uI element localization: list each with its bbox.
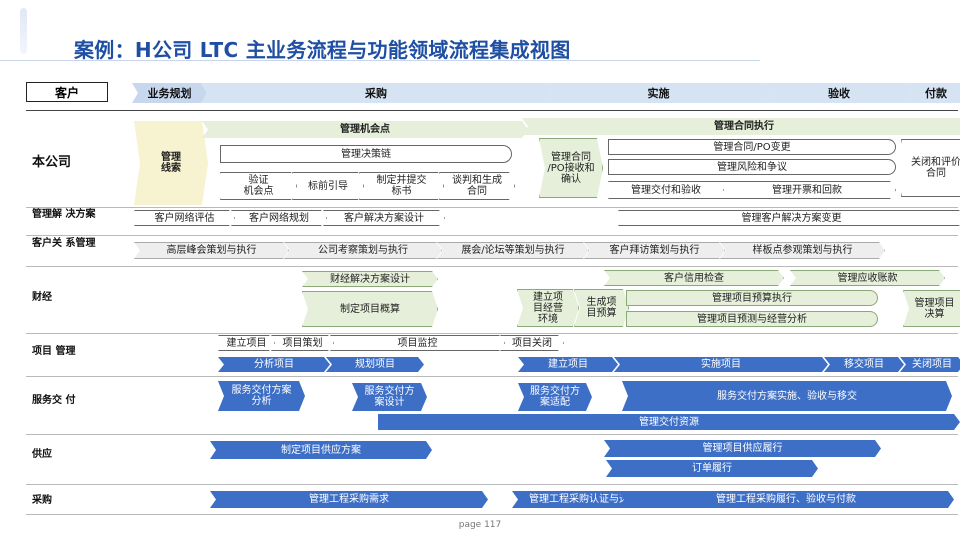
manage-receivables: 管理应收账款 xyxy=(790,270,945,286)
row-label-finance: 财经 xyxy=(32,292,52,303)
page-number: page 117 xyxy=(458,520,502,530)
row-label-purchase: 采购 xyxy=(32,495,52,506)
divider xyxy=(26,434,958,435)
company-visit: 公司考察策划与执行 xyxy=(284,242,442,259)
stage-business-planning: 业务规划 xyxy=(132,83,207,103)
customer-solution-design: 客户解决方案设计 xyxy=(323,210,445,226)
service-solution-adaptation: 服务交付方 案适配 xyxy=(518,383,592,411)
divider xyxy=(26,235,958,236)
verify-opportunity: 验证 机会点 xyxy=(220,172,297,200)
customer-network-planning: 客户网络规划 xyxy=(231,210,327,226)
manage-opportunity-header: 管理机会点 xyxy=(202,121,528,138)
divider xyxy=(26,266,958,267)
project-monitoring: 项目监控 xyxy=(330,335,505,351)
budget-execution: 管理项目预算执行 xyxy=(626,290,878,306)
manage-risk-dispute: 管理风险和争议 xyxy=(608,159,896,175)
manage-invoice-collection: 管理开票和回款 xyxy=(718,181,896,199)
manage-contract-header: 管理合同执行 xyxy=(522,118,960,135)
manage-delivery-acceptance: 管理交付和验收 xyxy=(608,181,724,199)
handover-project: 移交项目 xyxy=(824,357,904,372)
stage-implementation: 实施 xyxy=(545,83,772,103)
engineering-purchase-certification: 管理工程采购认证与选择 xyxy=(512,491,656,508)
engineering-purchase-fulfilment: 管理工程采购履行、验收与付款 xyxy=(618,491,954,508)
prepare-submit-bid: 制定并提交 标书 xyxy=(359,172,444,200)
manage-solution-change: 管理客户解决方案变更 xyxy=(618,210,960,226)
title-underline xyxy=(0,60,760,61)
plan-project: 规划项目 xyxy=(326,357,424,372)
close-evaluate-contract: 关闭和评价 合同 xyxy=(901,139,960,197)
row-label-relation: 客户关 系管理 xyxy=(32,238,96,249)
analyze-project: 分析项目 xyxy=(218,357,330,372)
pre-bid-guidance: 标前引导 xyxy=(292,172,364,200)
divider xyxy=(26,376,958,377)
row-label-company: 本公司 xyxy=(32,155,72,170)
project-planning: 项目策划 xyxy=(271,335,334,351)
finance-solution-design: 财经解决方案设计 xyxy=(302,271,438,287)
project-business-env: 建立项 目经营 环境 xyxy=(517,289,579,327)
row-label-service: 服务交 付 xyxy=(32,395,76,406)
close-project: 关闭项目 xyxy=(900,357,960,372)
customer-network-assessment: 客户网络评估 xyxy=(134,210,235,226)
establish-project: 建立项目 xyxy=(218,335,275,351)
manage-delivery-resources: 管理交付资源 xyxy=(378,414,960,430)
stage-procurement: 采购 xyxy=(201,83,551,103)
build-project: 建立项目 xyxy=(518,357,618,372)
stage-acceptance: 验收 xyxy=(766,83,912,103)
project-supply-plan: 制定项目供应方案 xyxy=(210,441,432,459)
engineering-purchase-demand: 管理工程采购需求 xyxy=(210,491,488,508)
exhibition-forum: 展会/论坛等策划与执行 xyxy=(437,242,589,259)
service-solution-analysis: 服务交付方案 分析 xyxy=(218,381,305,411)
project-closing: 项目关闭 xyxy=(500,335,564,351)
page-title: 案例：H公司 LTC 主业务流程与功能领域流程集成视图 xyxy=(74,38,571,62)
stage-payment: 付款 xyxy=(906,83,960,103)
customer-visit: 客户拜访策划与执行 xyxy=(584,242,725,259)
generate-project-budget: 生成项 目预算 xyxy=(574,289,629,327)
project-forecast-analysis: 管理项目预测与经营分析 xyxy=(626,311,878,327)
customer-credit-check: 客户信用检查 xyxy=(604,270,784,286)
divider xyxy=(26,333,958,334)
project-settlement: 管理项目 决算 xyxy=(903,290,960,327)
row-label-supply: 供应 xyxy=(32,449,52,460)
manage-contract-po-receipt: 管理合同 /PO接收和 确认 xyxy=(539,138,603,198)
title-decoration xyxy=(20,8,27,54)
negotiate-contract: 谈判和生成 合同 xyxy=(439,172,515,200)
divider xyxy=(26,207,958,208)
manage-decision-chain: 管理决策链 xyxy=(220,145,512,163)
service-implementation: 服务交付方案实施、验收与移交 xyxy=(622,381,952,411)
order-fulfilment: 订单履行 xyxy=(606,460,818,477)
manage-contract-change: 管理合同/PO变更 xyxy=(608,139,896,155)
divider xyxy=(26,484,958,485)
project-supply-fulfilment: 管理项目供应履行 xyxy=(604,440,881,457)
project-estimate: 制定项目概算 xyxy=(302,291,438,327)
executive-summit: 高层峰会策划与执行 xyxy=(134,242,289,259)
row-label-project: 项目 管理 xyxy=(32,346,76,357)
reference-site-visit: 样板点参观策划与执行 xyxy=(720,242,885,259)
manage-leads: 管理 线索 xyxy=(134,121,208,205)
customer-label: 客户 xyxy=(26,82,108,102)
row-label-solution: 管理解 决方案 xyxy=(32,209,96,220)
implement-project: 实施项目 xyxy=(614,357,828,372)
service-solution-design: 服务交付方 案设计 xyxy=(352,383,427,411)
divider xyxy=(26,514,958,515)
divider xyxy=(26,110,958,111)
